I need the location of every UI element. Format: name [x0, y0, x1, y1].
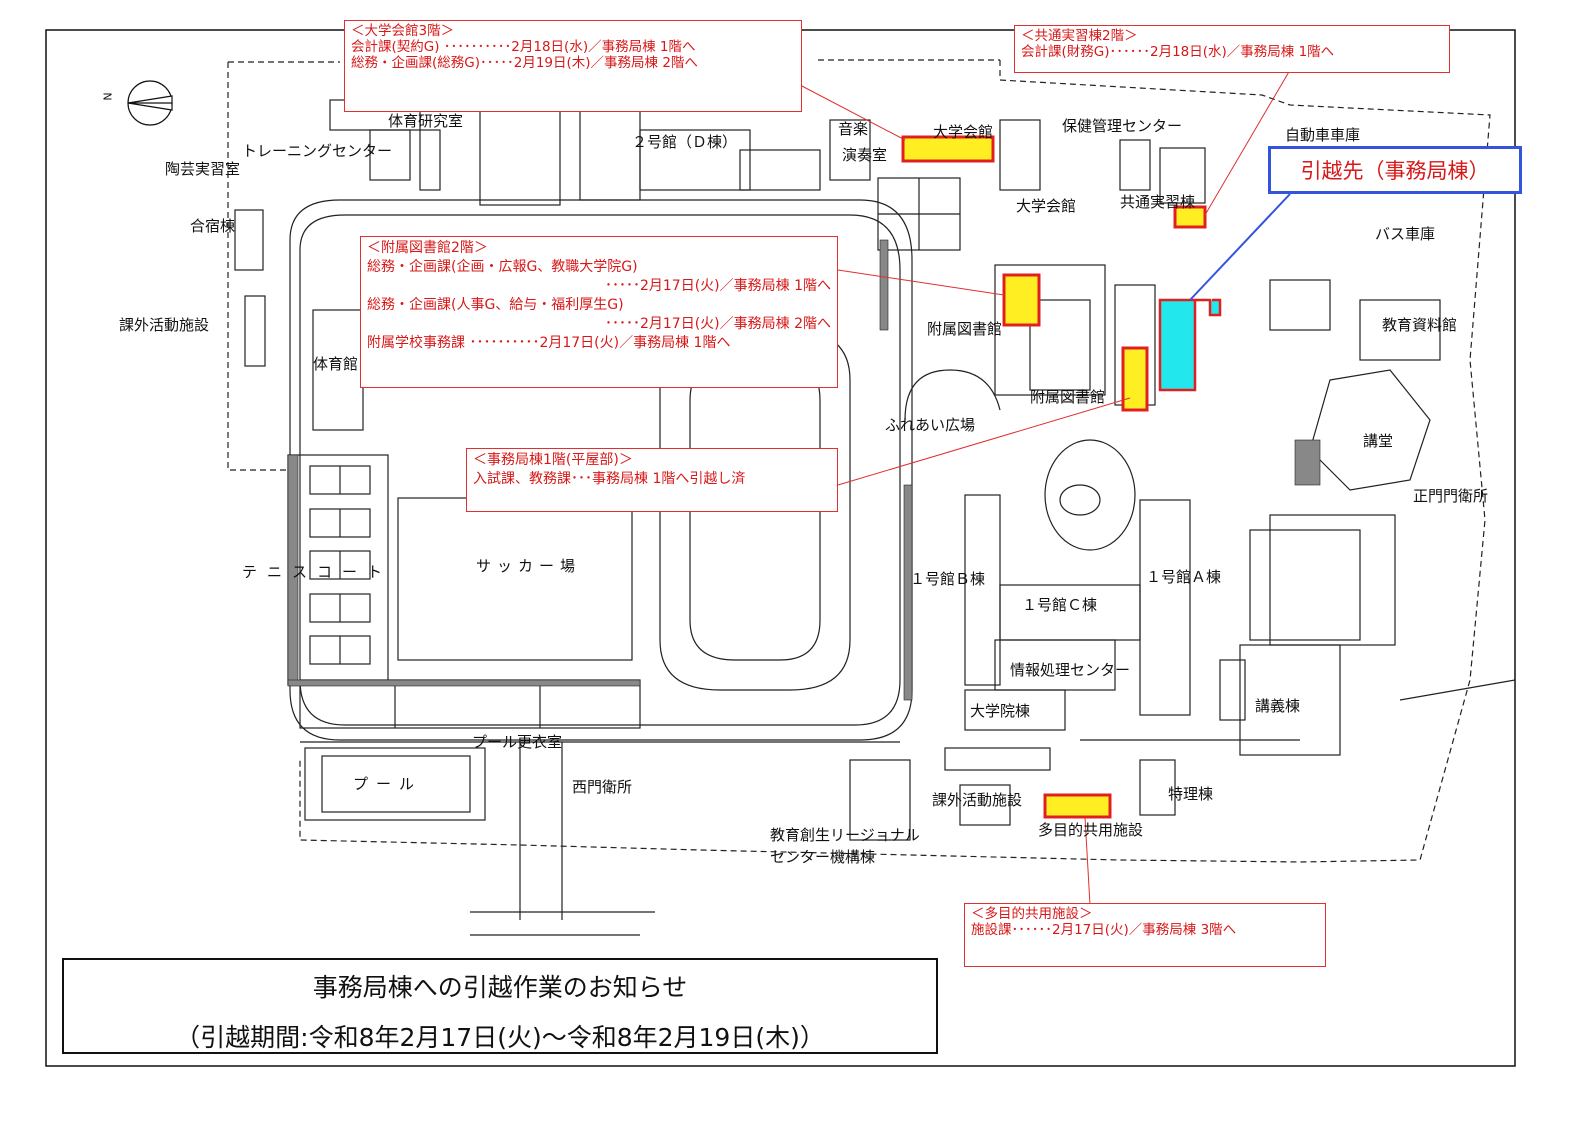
label-kyotsu-jisshu: 共通実習棟: [1120, 193, 1196, 211]
label-seimon: 正門門衛所: [1413, 487, 1489, 505]
note-tamokuteki: ＜多目的共用施設＞ 施設課･･････2月17日(火)／事務局棟 3階へ: [964, 903, 1326, 967]
note-daigaku-kaikan: ＜大学会館3階＞ 会計課(契約G) ･･････････2月18日(水)／事務局…: [344, 20, 802, 112]
label-hoken: 保健管理センター: [1062, 117, 1183, 135]
notice-period: （引越期間:令和8年2月17日(火)～令和8年2月19日(木)）: [175, 1023, 825, 1052]
note-header: ＜事務局棟1階(平屋部)＞: [473, 452, 633, 468]
label-taiikukan: 体育館: [313, 355, 359, 373]
highlight-jimukyoku-1f: [1121, 346, 1149, 412]
label-building-1b: １号館Ｂ棟: [910, 570, 986, 588]
highlight-fuzoku-tosho: [1002, 273, 1041, 327]
note-line: 施設課･･････2月17日(火)／事務局棟 3階へ: [971, 922, 1237, 938]
highlight-tamokuteki: [1043, 793, 1112, 819]
label-soccer: サッカー場: [476, 557, 582, 575]
label-pool: プール: [353, 775, 423, 793]
note-line: 会計課(財務G)･･････2月18日(水)／事務局棟 1階へ: [1021, 44, 1335, 60]
label-tokuri: 特理棟: [1168, 785, 1214, 803]
destination-building: [1158, 298, 1222, 392]
pool-building: [304, 747, 486, 821]
label-pool-locker: プール更衣室: [472, 733, 563, 751]
label-kyoiku-shiryo: 教育資料館: [1382, 316, 1458, 334]
building-graduate: [964, 689, 1066, 731]
label-daigaku-kaikan-top: 大学会館: [933, 123, 994, 141]
note-line: 総務・企画課(総務G)･････2月19日(木)／事務局棟 2階へ: [351, 55, 698, 71]
label-kyoiku-sosei-1: 教育創生リージョナル: [770, 826, 920, 844]
label-fureai: ふれあい広場: [885, 416, 976, 434]
compass-north-label: N: [101, 92, 115, 101]
notice-title-box: 事務局棟への引越作業のお知らせ （引越期間:令和8年2月17日(火)～令和8年2…: [62, 958, 938, 1054]
note-line: 会計課(契約G) ･･････････2月18日(水)／事務局棟 1階へ: [351, 39, 696, 55]
label-bus: バス車庫: [1375, 225, 1436, 243]
note-line: ･････2月17日(火)／事務局棟 2階へ: [604, 316, 831, 332]
label-tamokuteki: 多目的共用施設: [1038, 821, 1144, 839]
building-1a: [1139, 499, 1191, 716]
note-header: ＜多目的共用施設＞: [971, 906, 1093, 922]
label-ongaku: 音楽: [838, 120, 869, 138]
note-line: 附属学校事務課 ･･････････2月17日(火)／事務局棟 1階へ: [367, 335, 731, 351]
notice-title: 事務局棟への引越作業のお知らせ: [312, 973, 688, 1002]
source-buildings: [901, 135, 1207, 819]
note-line: 入試課、教務課･･･事務局棟 1階へ引越し済: [473, 471, 746, 487]
highlight-kyotsu-jisshu: [1173, 205, 1207, 229]
note-line: 総務・企画課(人事G、給与・福利厚生G): [367, 297, 624, 313]
destination-label-box: 引越先（事務局棟）: [1268, 146, 1522, 194]
note-header: ＜共通実習棟2階＞: [1021, 28, 1138, 44]
label-d-tou: ２号館（Ｄ棟）: [632, 133, 738, 151]
label-saimon: 西門衛所: [572, 778, 633, 796]
label-fuzoku-tosho-2: 附属図書館: [1030, 388, 1106, 406]
destination-leader: [1189, 193, 1291, 301]
fureai-plaza: [904, 369, 1001, 421]
track-road: [289, 199, 913, 741]
label-daigakuin: 大学院棟: [970, 702, 1031, 720]
note-header: ＜大学会館3階＞: [351, 23, 455, 39]
label-kogi: 講義棟: [1255, 697, 1301, 715]
note-line: 総務・企画課(企画・広報G、教職大学院G): [367, 259, 638, 275]
label-training-center: トレーニングセンター: [242, 142, 393, 160]
note-jimukyoku-1f: ＜事務局棟1階(平屋部)＞ 入試課、教務課･･･事務局棟 1階へ引越し済: [466, 448, 838, 512]
label-ensou: 演奏室: [842, 146, 888, 164]
label-jidosha: 自動車車庫: [1285, 126, 1361, 144]
label-togei: 陶芸実習室: [165, 160, 241, 178]
label-kagai-left: 課外活動施設: [119, 316, 210, 334]
label-kyoiku-sosei-2: センター機構棟: [770, 848, 876, 866]
label-building-1c: １号館Ｃ棟: [1022, 596, 1098, 614]
label-gasshuku: 合宿棟: [190, 217, 236, 235]
compass: [127, 80, 173, 126]
destination-label: 引越先（事務局棟）: [1300, 159, 1490, 183]
note-header: ＜附属図書館2階＞: [367, 240, 488, 256]
campus-boundary: [227, 59, 1491, 863]
label-daigaku-kaikan-mid: 大学会館: [1016, 197, 1077, 215]
label-kodo: 講堂: [1363, 432, 1394, 450]
highlight-daigaku-kaikan: [901, 135, 995, 163]
label-fuzoku-tosho-1: 附属図書館: [927, 320, 1003, 338]
label-taiiku-kenkyu: 体育研究室: [388, 112, 464, 130]
track-outer: [299, 214, 901, 726]
note-line: ･････2月17日(火)／事務局棟 1階へ: [604, 278, 831, 294]
label-joho-shori: 情報処理センター: [1010, 661, 1131, 679]
soccer-field: [397, 497, 633, 661]
note-kyotsu-jisshu: ＜共通実習棟2階＞ 会計課(財務G)･･････2月18日(水)／事務局棟 1階…: [1014, 25, 1450, 73]
label-kagai-right: 課外活動施設: [932, 791, 1023, 809]
label-building-1a: １号館Ａ棟: [1146, 568, 1222, 586]
label-tennis: テニスコート: [242, 563, 393, 581]
note-fuzoku-tosho: ＜附属図書館2階＞ 総務・企画課(企画・広報G、教職大学院G) ･････2月1…: [360, 236, 838, 388]
